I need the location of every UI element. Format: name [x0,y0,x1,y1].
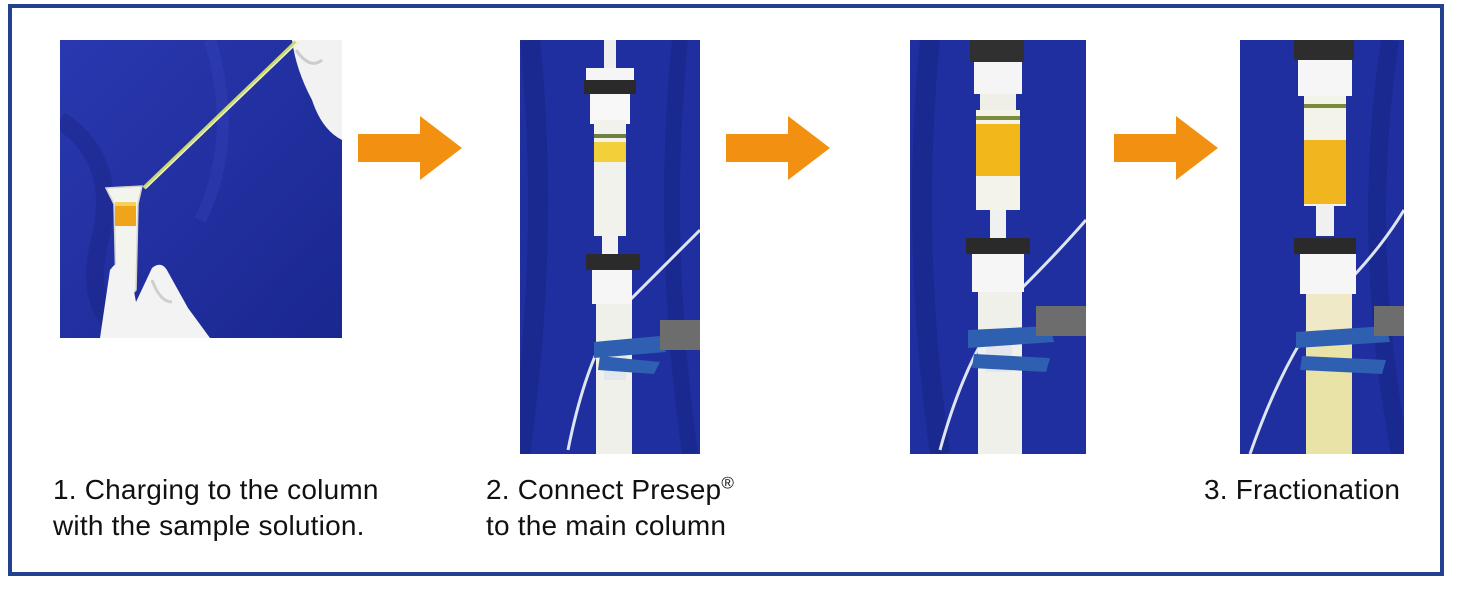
arrow-right-icon [358,116,462,180]
caption-step-1-line-2: with the sample solution. [53,510,365,541]
arrow-right-icon [726,116,830,180]
registered-mark: ® [721,473,735,493]
caption-step-3-line-1: 3. Fractionation [1204,474,1401,505]
caption-step-3: 3. Fractionation [1204,472,1400,508]
caption-step-2-line-2: to the main column [486,510,727,541]
caption-step-2: 2. Connect Presep® to the main column [486,472,734,544]
caption-step-1-line-1: 1. Charging to the column [53,474,379,505]
photo-presep-connected [520,40,700,454]
caption-step-2-line-1: 2. Connect Presep [486,474,722,505]
photo-fractionation [1240,40,1404,454]
caption-step-1: 1. Charging to the column with the sampl… [53,472,379,544]
caption-step-2-line-1-wrap: 2. Connect Presep® [486,472,734,508]
photo-elution [910,40,1086,454]
arrow-right-icon [1114,116,1218,180]
figure-border [8,4,1444,576]
photo-charging-sample [60,40,342,338]
